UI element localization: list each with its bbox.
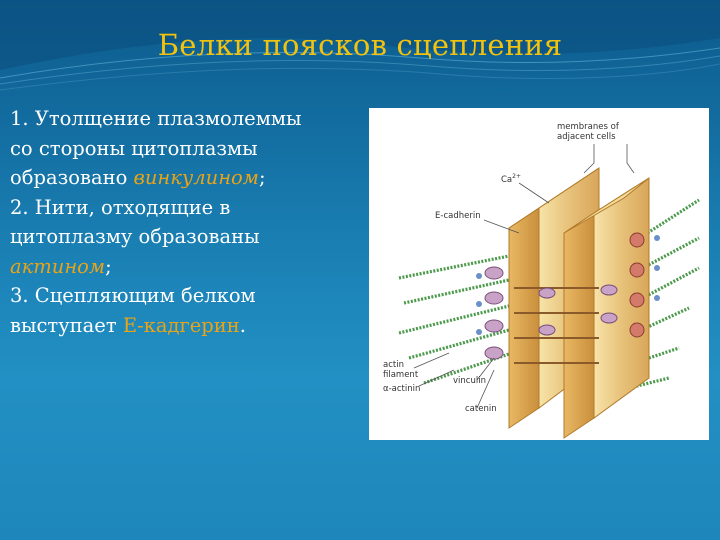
body-line: 3. Сцепляющим белком — [10, 281, 370, 311]
body-segment: 3. Сцепляющим белком — [10, 284, 256, 307]
body-segment: ; — [259, 166, 266, 189]
body-line: выступает Е-кадгерин. — [10, 311, 370, 341]
label-ca-text: Ca — [501, 175, 512, 185]
label-vinculin: vinculin — [453, 376, 486, 386]
label-actin-line1: actin — [383, 360, 404, 370]
body-segment: винкулином — [134, 166, 259, 189]
label-actin-line2: filament — [383, 370, 418, 380]
label-membranes-line2: adjacent cells — [557, 132, 616, 142]
label-ca: Ca2+ — [501, 172, 521, 185]
body-segment: 2. Нити, отходящие в — [10, 196, 230, 219]
body-segment: . — [240, 314, 246, 337]
body-line: цитоплазму образованы — [10, 222, 370, 252]
body-line: со стороны цитоплазмы — [10, 134, 370, 164]
slide-title: Белки поясков сцепления — [0, 28, 720, 62]
label-catenin: catenin — [465, 404, 497, 414]
body-segment: Е-кадгерин — [123, 314, 240, 337]
body-segment: 1. Утолщение плазмолеммы — [10, 107, 302, 130]
body-line: актином; — [10, 252, 370, 282]
body-segment: цитоплазму образованы — [10, 225, 260, 248]
body-segment: выступает — [10, 314, 123, 337]
body-line: образовано винкулином; — [10, 163, 370, 193]
label-membranes-line1: membranes of — [557, 122, 619, 132]
body-segment: со стороны цитоплазмы — [10, 137, 258, 160]
body-line: 1. Утолщение плазмолеммы — [10, 104, 370, 134]
label-ecadherin: E-cadherin — [435, 211, 481, 221]
label-alpha-actinin: α-actinin — [383, 384, 420, 394]
body-segment: образовано — [10, 166, 134, 189]
body-segment: ; — [105, 255, 112, 278]
body-line: 2. Нити, отходящие в — [10, 193, 370, 223]
slide-body-text: 1. Утолщение плазмолеммы со стороны цитоп… — [10, 104, 370, 340]
adherens-junction-diagram: membranes of adjacent cells Ca2+ E-cadhe… — [369, 108, 709, 440]
label-ca-superscript: 2+ — [512, 173, 521, 180]
body-segment: актином — [10, 255, 105, 278]
